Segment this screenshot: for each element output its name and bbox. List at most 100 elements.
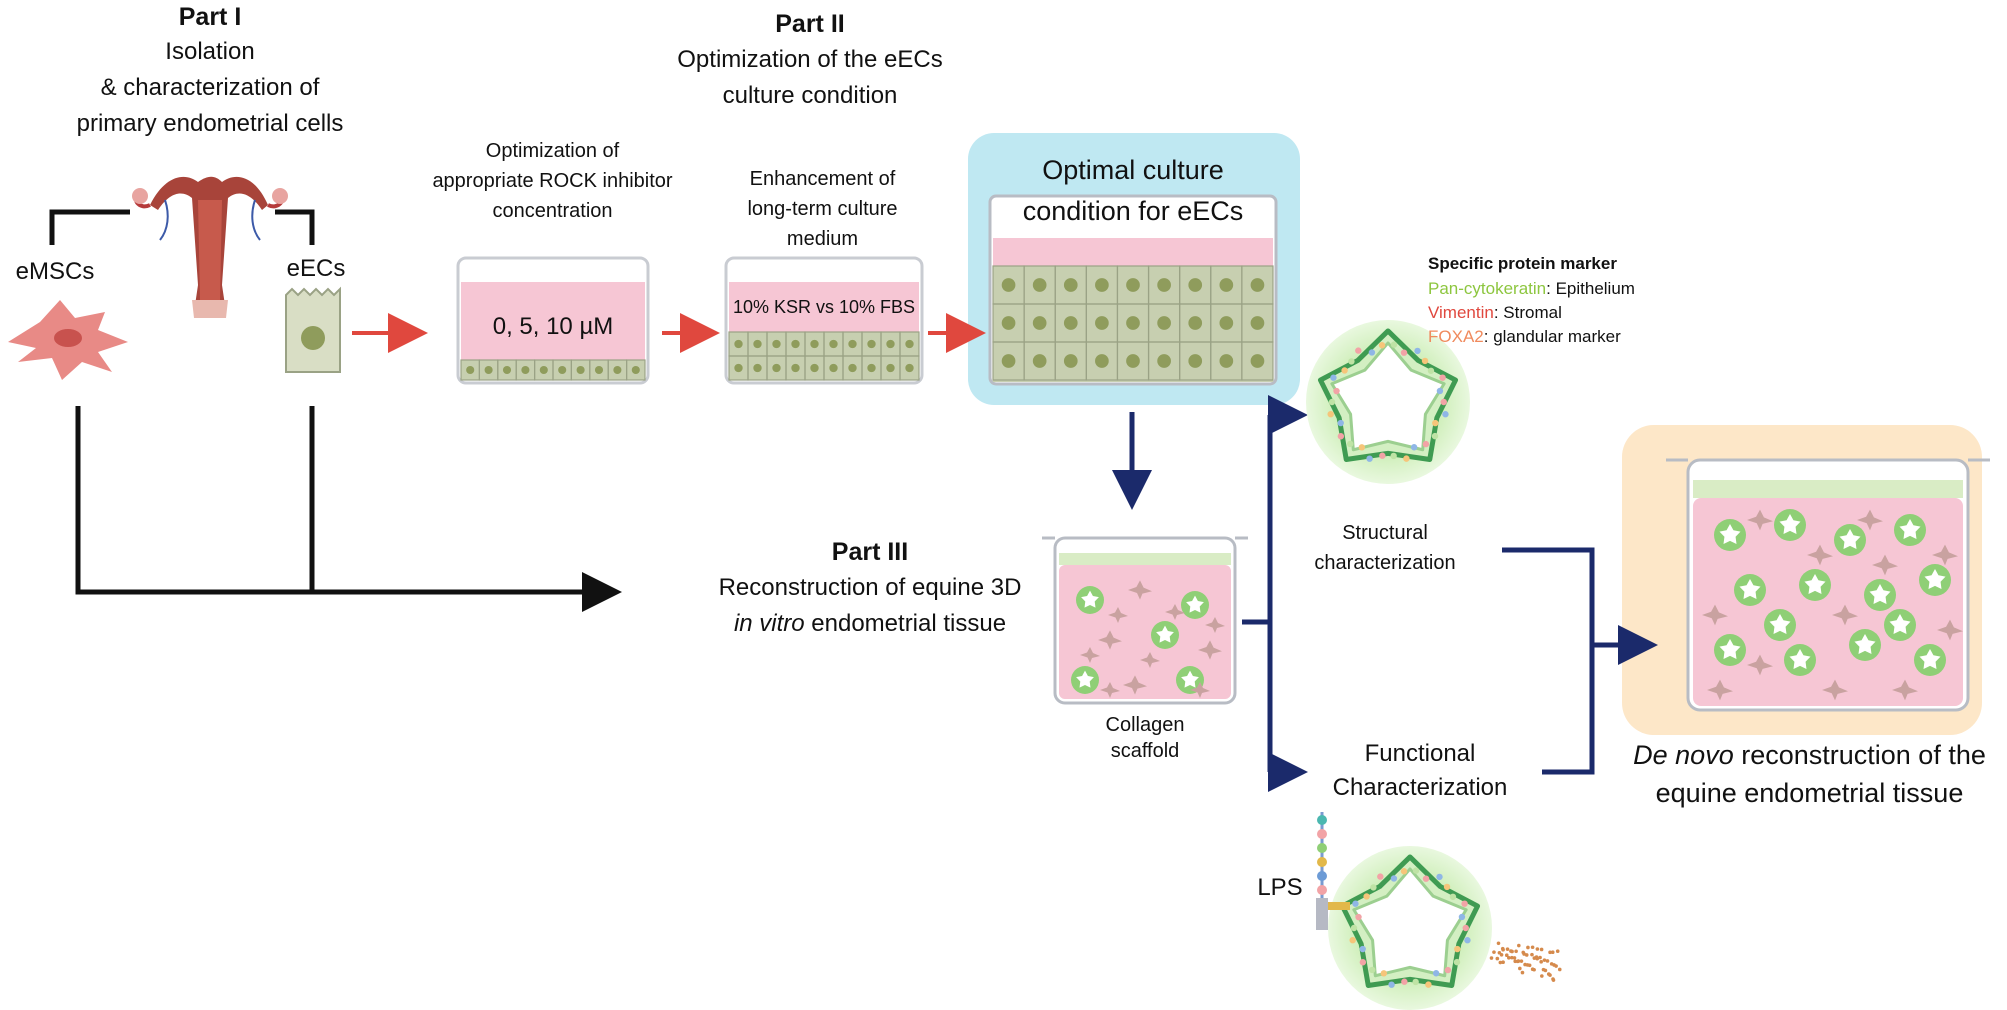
cell-nucleus <box>1032 354 1047 368</box>
cell-nucleus <box>502 365 512 375</box>
rock-caption-line2: appropriate ROCK inhibitor <box>432 170 673 192</box>
cell-nucleus <box>1157 316 1171 330</box>
cell-nucleus <box>576 365 585 375</box>
secretion-dot <box>1492 950 1496 954</box>
cell-nucleus <box>1250 278 1265 292</box>
cell-nucleus <box>466 365 475 375</box>
gland-cell-dot <box>1378 342 1386 349</box>
cell-nucleus <box>1001 278 1016 292</box>
secretion-dot <box>1532 967 1536 972</box>
gland-cell-dot <box>1330 374 1337 381</box>
cell-nucleus <box>1188 316 1203 330</box>
cell-nucleus <box>1095 316 1109 330</box>
gland-cell-dot <box>1379 452 1386 459</box>
mini-gland-lumen <box>1869 583 1891 604</box>
cell-nucleus <box>1126 316 1140 330</box>
functional-to-final-line <box>1542 645 1595 775</box>
stromal-cell <box>1872 554 1898 576</box>
rock-caption-line1: Optimization of <box>485 140 620 162</box>
cell-nucleus <box>1001 316 1016 330</box>
cell-nucleus <box>848 339 857 349</box>
part3-line2-rest: endometrial tissue <box>804 610 1007 637</box>
structural-line1: Structural <box>1342 522 1428 544</box>
mini-gland-lumen <box>1769 613 1791 634</box>
mini-gland-lumen <box>1919 648 1941 669</box>
cell-nucleus <box>753 363 762 373</box>
gland-cell-dot <box>1341 367 1348 374</box>
secretion-dot <box>1545 959 1550 963</box>
stromal-cell <box>1937 619 1963 641</box>
emsc-cell-icon <box>8 300 128 380</box>
gland-lps-icon <box>1328 846 1492 1010</box>
secretion-dot <box>1519 959 1524 963</box>
cell-nucleus <box>1063 354 1078 368</box>
secretion-dot <box>1548 973 1552 977</box>
gland-cell-dot <box>1442 411 1449 418</box>
marker-desc-stromal: : Stromal <box>1493 303 1562 322</box>
gland-cell-dot <box>1388 981 1395 988</box>
cell-nucleus <box>594 365 604 375</box>
gland-cell-dot <box>1412 867 1420 874</box>
cell-nucleus <box>810 363 819 373</box>
mini-gland-lumen <box>1839 528 1861 549</box>
secretion-dot <box>1550 950 1555 955</box>
cell-nucleus <box>1032 316 1047 330</box>
uterus-illustration <box>132 176 288 318</box>
part2-line1: Optimization of the eECs <box>677 46 943 73</box>
cell-nucleus <box>810 339 819 349</box>
secretion-dot <box>1526 945 1530 950</box>
secretion-dot <box>1530 945 1535 950</box>
cell-nucleus <box>848 363 857 373</box>
gland-cell-dot <box>1327 410 1334 418</box>
gland-cell-dot <box>1355 913 1362 921</box>
branch-lines <box>1242 415 1273 772</box>
medium-caption-line1: Enhancement of <box>749 168 896 190</box>
stromal-cell <box>1747 509 1773 531</box>
gland-cell-dot <box>1363 893 1370 900</box>
stromal-cell <box>1100 682 1120 698</box>
stromal-cell <box>1198 640 1222 660</box>
gland-cell-dot <box>1439 374 1446 381</box>
stromal-cell <box>1123 675 1147 695</box>
gland-lumen <box>1352 867 1468 978</box>
functional-line2: Characterization <box>1332 774 1508 801</box>
gland-cell-dot <box>1461 900 1468 907</box>
final-caption-line1: De novo reconstruction of the <box>1612 740 2007 772</box>
cell-nucleus <box>1250 354 1265 368</box>
stromal-cell <box>1098 630 1122 650</box>
gland-lumen <box>1330 341 1446 452</box>
gland-cell-dot <box>1462 924 1469 932</box>
rock-inhibitor-well <box>456 256 650 385</box>
part1-line1: Isolation <box>165 38 255 65</box>
gland-cell-dot <box>1436 873 1443 881</box>
final-caption-line2: equine endometrial tissue <box>1655 778 1964 808</box>
mini-gland-lumen <box>1924 568 1946 589</box>
stromal-cell <box>1857 509 1883 531</box>
marker-desc-epithelium: : Epithelium <box>1546 279 1635 298</box>
secretion-dot <box>1548 950 1552 955</box>
part3-line1: Reconstruction of equine 3D <box>718 574 1022 601</box>
secretion-dot <box>1530 952 1534 957</box>
mini-gland-lumen <box>1854 633 1876 654</box>
cell-nucleus <box>829 339 838 349</box>
gland-cell-dot <box>1347 440 1354 448</box>
cell-nucleus <box>484 365 493 375</box>
gland-cell-dot <box>1380 970 1388 977</box>
secretion-dot <box>1507 955 1511 960</box>
stromal-cell <box>1108 607 1128 623</box>
cell-nucleus <box>791 363 800 373</box>
gland-cell-dot <box>1443 883 1451 891</box>
secretion-dot <box>1500 946 1505 951</box>
mini-gland-lumen <box>1081 590 1099 608</box>
secretion-dot <box>1542 958 1547 962</box>
rock-well-label: 0, 5, 10 µM <box>492 313 614 340</box>
lps-label: LPS <box>1257 874 1303 901</box>
final-italic: De novo <box>1633 740 1734 770</box>
cell-nucleus <box>886 339 895 349</box>
secretion-dot <box>1510 955 1514 960</box>
gland-cell-dot <box>1366 455 1373 462</box>
cell-nucleus <box>1188 354 1203 368</box>
secretion-dot <box>1497 950 1502 955</box>
cell-nucleus <box>905 363 914 373</box>
